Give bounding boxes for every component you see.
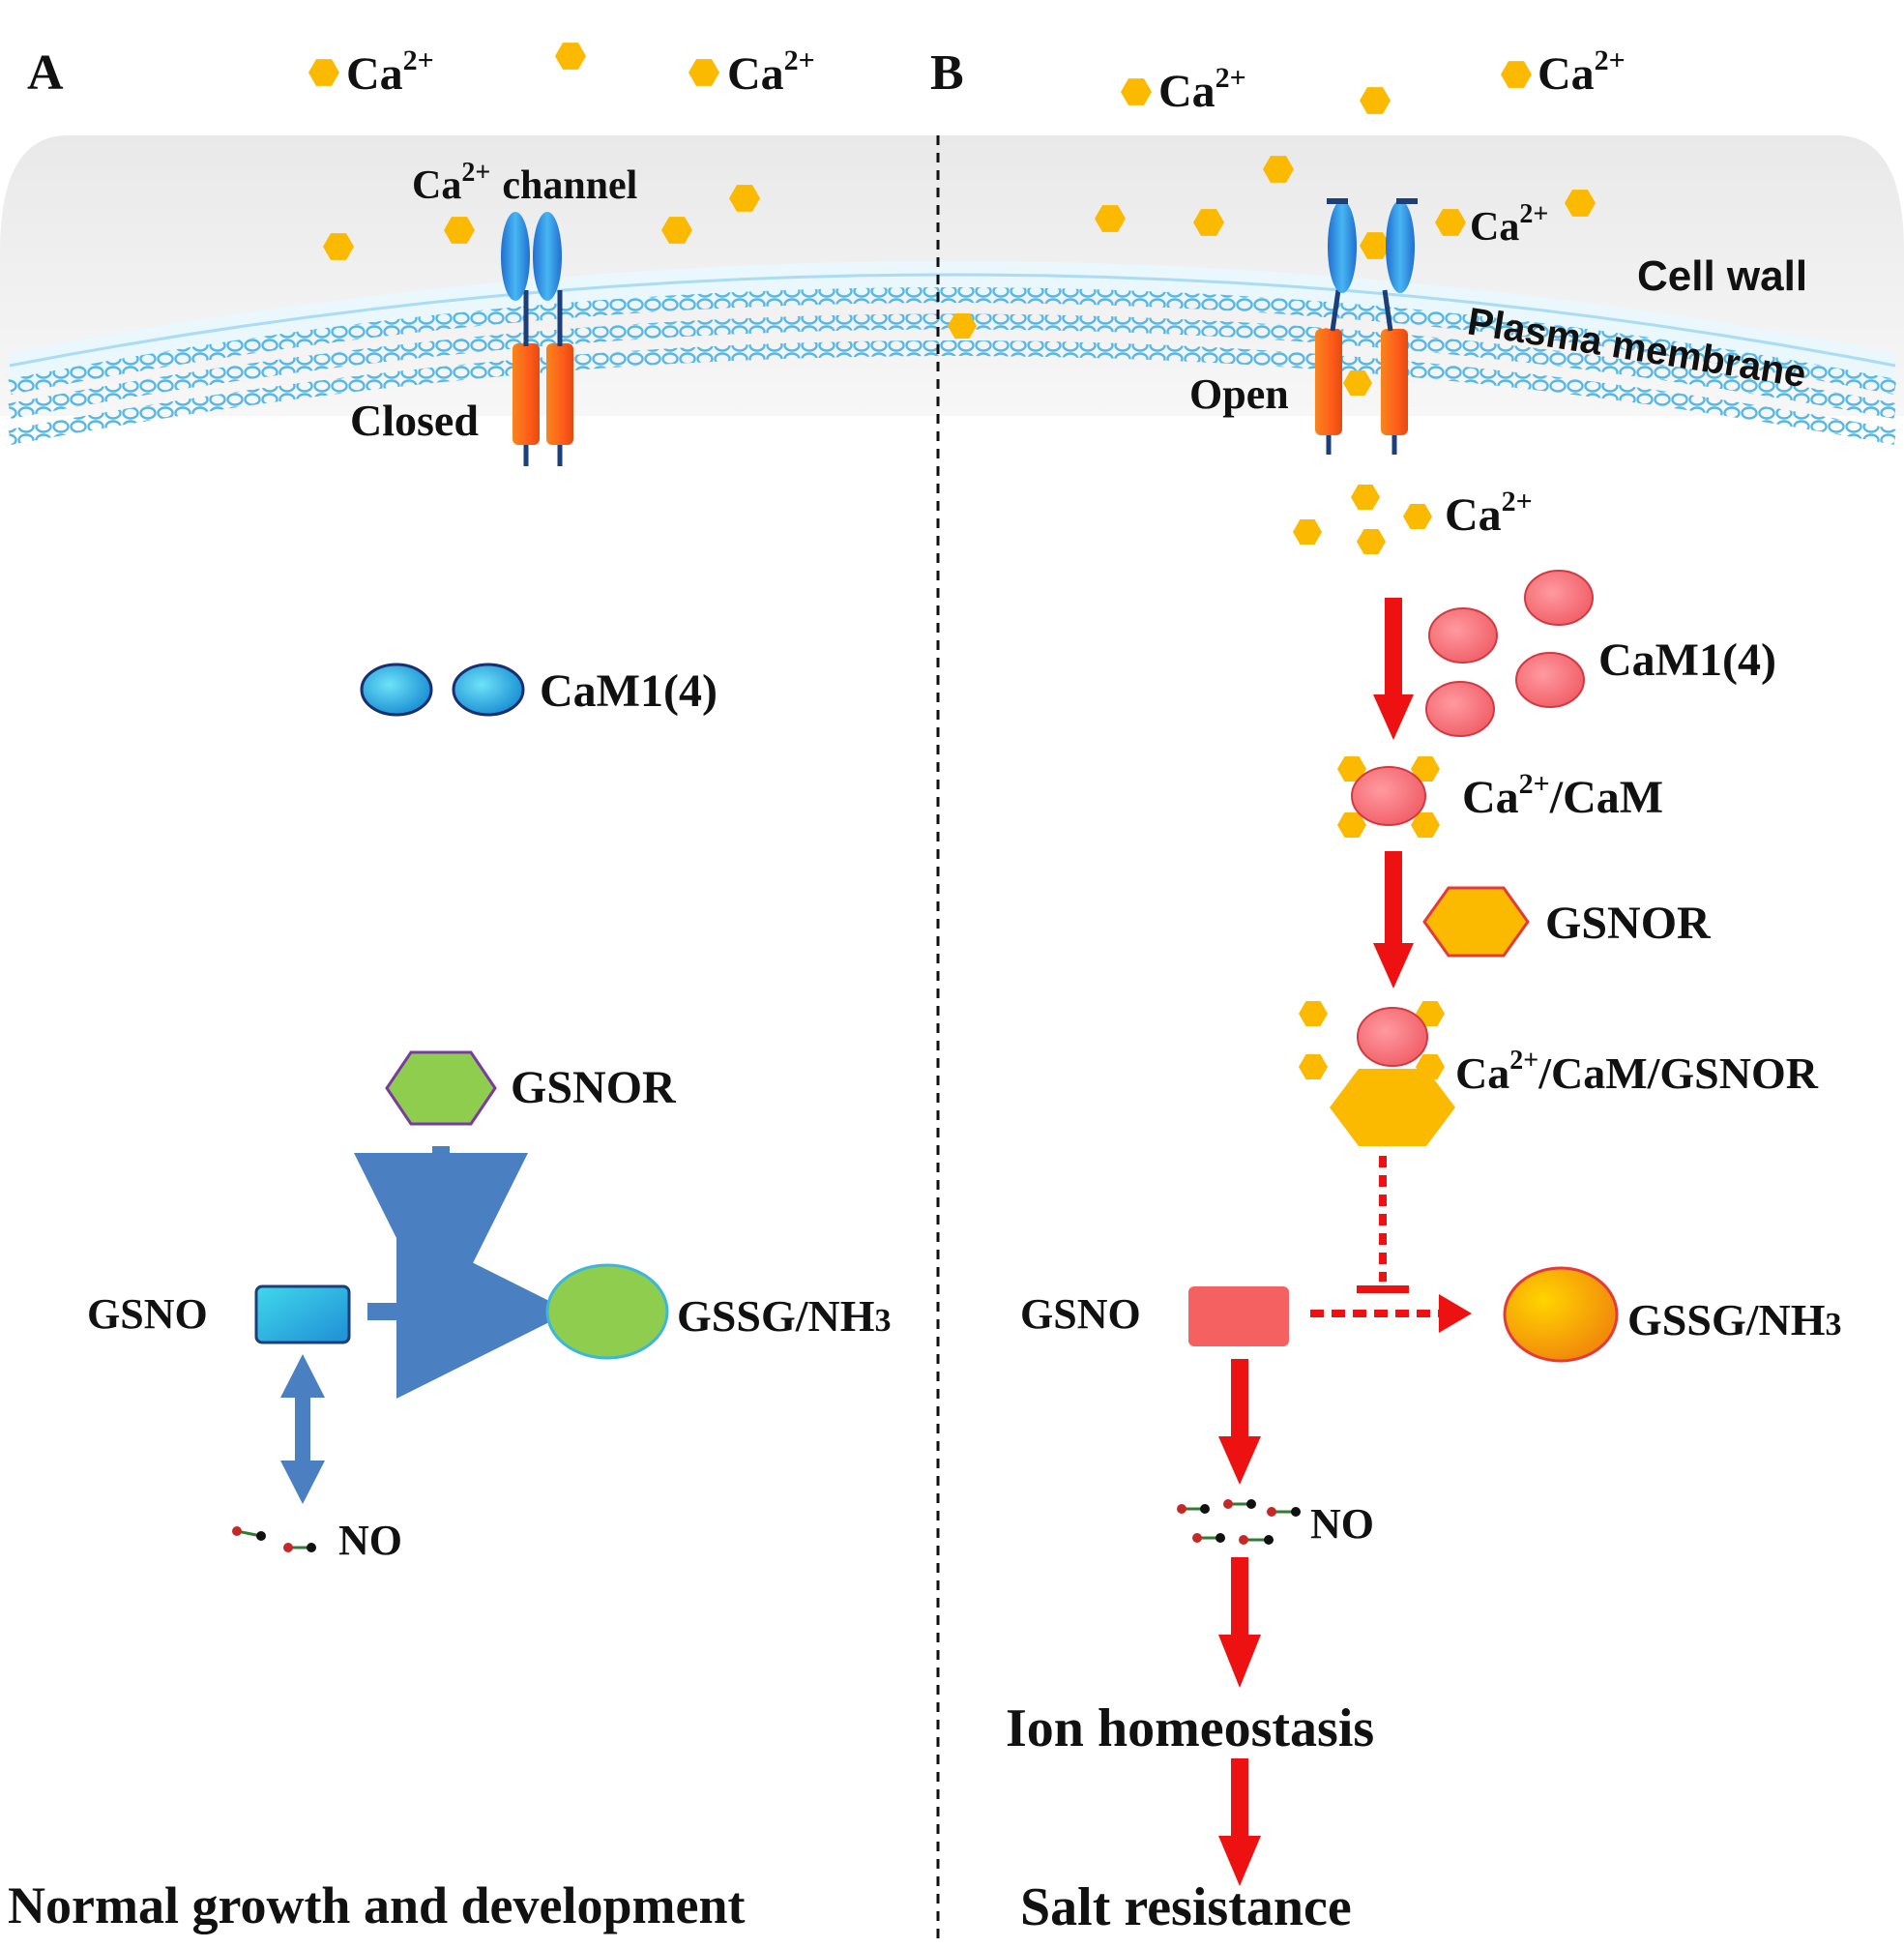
calcium-ion-icon [1351,485,1380,510]
gsno-box [1188,1286,1289,1346]
double-arrow-gsno-no [280,1354,325,1504]
no-label: NO [1310,1500,1374,1548]
calcium-ion-icon [1360,232,1391,259]
cell-wall-label: Cell wall [1637,252,1807,300]
gsnor-complex-hexagon [1330,1069,1455,1146]
cam-label: CaM1(4) [540,665,718,717]
panel-a-label: A [27,45,64,101]
calcium-ion-icon [1121,78,1152,105]
salt-resistance-label: Salt resistance [1020,1877,1352,1937]
gsnor-hexagon [385,1050,497,1126]
calcium-ion-icon [1343,370,1372,396]
calcium-ion-icon [555,43,586,70]
ca-cam-complex [1351,766,1426,826]
cam-blue [360,663,525,717]
gsno-label: GSNO [1020,1290,1141,1338]
calcium-ion-icon [1337,756,1366,782]
calcium-ion-icon [729,185,760,212]
open-label: Open [1189,370,1289,418]
calcium-ion-icon [1411,812,1440,838]
gsnor-hexagon [1422,886,1530,958]
red-arrow [1373,598,1414,740]
ca-label: Ca2+ [346,44,434,100]
ca-channel-closed [501,212,573,466]
red-arrow [1218,1557,1261,1688]
gssg-ellipse [545,1263,669,1360]
cam-red [1425,570,1594,737]
calcium-ion-icon [1357,529,1386,554]
no-molecule [232,1526,316,1552]
ca-cam-gsnor-label: Ca2+/CaM/GSNOR [1455,1046,1819,1098]
calcium-ion-icon [1193,209,1224,236]
calcium-ion-icon [1263,156,1294,183]
dashed-arrow-gsno-to-gssg [1310,1294,1472,1333]
no-molecules [1177,1499,1301,1545]
calcium-ion-icon [948,313,977,339]
panel-b-label: B [930,45,964,101]
gssg-ellipse [1503,1266,1619,1363]
calcium-ion-icon [1411,756,1440,782]
calcium-ion-icon [1299,1001,1328,1026]
normal-growth-label: Normal growth and development [8,1876,746,1934]
calcium-ion-icon [444,217,475,244]
inhibition-line [1357,1156,1409,1293]
ion-homeostasis-label: Ion homeostasis [1006,1698,1374,1758]
calcium-ion-icon [1095,205,1126,232]
calcium-ion-icon [1565,190,1596,217]
ca-label: Ca2+ [727,44,815,100]
ca-label: Ca2+ [1538,44,1626,100]
calcium-ion-icon [1293,519,1322,545]
calcium-ion-icon [308,59,339,86]
gsno-box [254,1284,351,1344]
ca-label: Ca2+ [1470,199,1548,250]
gsnor-label: GSNOR [511,1062,677,1113]
no-label: NO [338,1517,402,1564]
red-arrow [1218,1758,1261,1886]
gssg-label: GSSG/NH3 [677,1291,892,1341]
calcium-ion-icon [1501,61,1532,88]
calcium-ion-icon [1299,1054,1328,1079]
calcium-ion-icon [1337,812,1366,838]
ca-label: Ca2+ [1158,62,1246,117]
calcium-ion-icon [1360,87,1391,114]
red-arrow [1218,1359,1261,1485]
gsno-label: GSNO [87,1290,208,1338]
gsnor-label: GSNOR [1545,898,1712,949]
calcium-ion-icon [323,233,354,260]
calcium-ion-icon [1416,1001,1445,1026]
calcium-ion-icon [688,59,719,86]
calcium-ion-icon [1435,209,1466,236]
cam-label: CaM1(4) [1598,635,1776,686]
red-arrow [1373,851,1414,989]
closed-label: Closed [350,396,479,445]
ca-channel-label: Ca2+channel [412,158,637,208]
ca-label: Ca2+ [1445,486,1533,541]
calcium-ion-icon [1403,504,1432,529]
gssg-label: GSSG/NH3 [1627,1295,1842,1344]
calcium-ion-icon [661,217,692,244]
ca-channel-open [1315,198,1418,455]
ca-cam-gsnor-complex [1357,1007,1428,1067]
ca-cam-label: Ca2+/CaM [1462,768,1663,823]
